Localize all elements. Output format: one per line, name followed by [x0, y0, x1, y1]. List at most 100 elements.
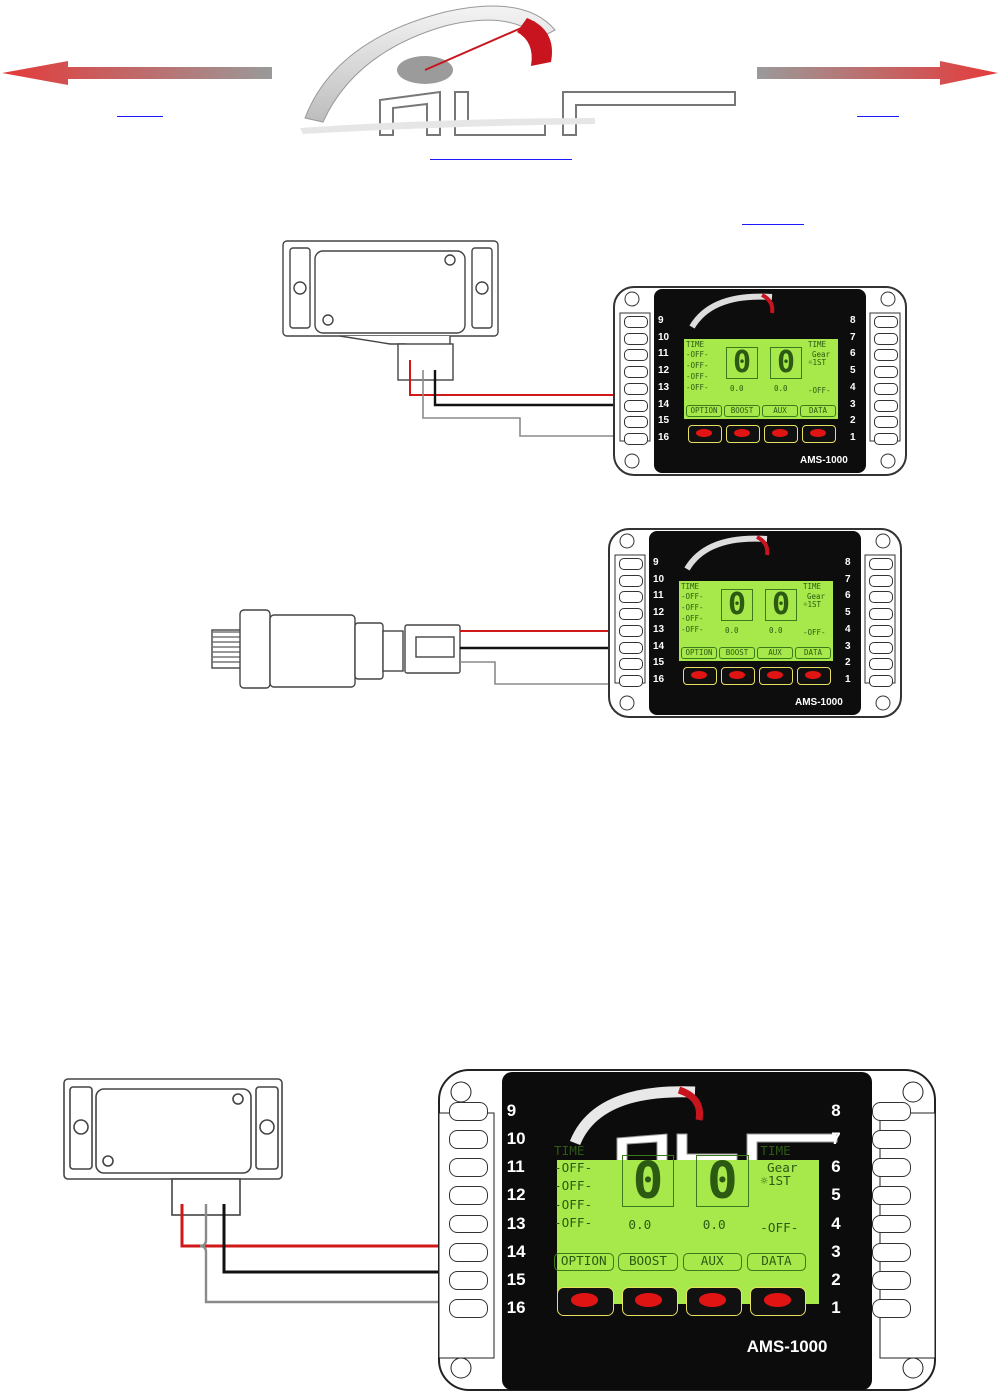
screw-terminal-icon[interactable]: [871, 1101, 911, 1121]
screw-terminal-icon[interactable]: [619, 591, 643, 604]
lcd-right-title: TIME: [760, 1142, 791, 1158]
map-sensor-icon: [282, 240, 499, 381]
lcd-right-off: -OFF-: [803, 628, 826, 637]
screw-terminal-icon[interactable]: [869, 591, 893, 604]
lcd-softkey-label: DATA: [746, 1252, 807, 1271]
terminal-number: 16: [658, 431, 670, 443]
screw-terminal-icon[interactable]: [869, 641, 893, 654]
gauge-button-data[interactable]: [750, 1286, 807, 1316]
screw-terminal-icon[interactable]: [624, 416, 648, 429]
screw-terminal-icon[interactable]: [619, 574, 643, 587]
screw-terminal-icon[interactable]: [619, 608, 643, 621]
next-link[interactable]: [857, 100, 899, 117]
screw-terminal-icon[interactable]: [874, 366, 898, 379]
screw-terminal-icon[interactable]: [449, 1158, 489, 1178]
wires-diagram-3: [180, 1204, 440, 1304]
terminal-number: 12: [658, 365, 670, 377]
screw-terminal-icon[interactable]: [874, 316, 898, 328]
terminal-number: 16: [653, 673, 665, 685]
gauge-model-label: AMS-1000: [795, 697, 843, 708]
lcd-off-row: -OFF-: [686, 350, 709, 359]
terminal-number: 8: [850, 315, 856, 326]
screw-terminal-icon[interactable]: [874, 416, 898, 429]
next-arrow-icon[interactable]: [755, 55, 1000, 95]
terminal-number: 10: [506, 1128, 526, 1148]
screw-terminal-icon[interactable]: [449, 1101, 489, 1121]
pressure-sender-icon: [211, 609, 461, 689]
screw-terminal-icon[interactable]: [619, 641, 643, 654]
screw-terminal-icon[interactable]: [449, 1299, 489, 1319]
screw-terminal-icon[interactable]: [871, 1242, 911, 1262]
lcd-digit-right: 0: [770, 347, 803, 379]
lcd-gear-label: Gear: [812, 350, 831, 359]
terminal-number: 14: [506, 1241, 526, 1261]
screw-terminal-icon[interactable]: [871, 1271, 911, 1290]
screw-terminal-icon[interactable]: [449, 1129, 489, 1149]
screw-terminal-icon[interactable]: [874, 332, 898, 345]
terminal-number: 2: [845, 657, 851, 669]
lcd-gear-value: ☼1ST: [760, 1173, 791, 1189]
lcd-softkey-label: OPTION: [686, 405, 722, 417]
screw-terminal-icon[interactable]: [449, 1186, 489, 1206]
screw-terminal-icon[interactable]: [869, 558, 893, 570]
terminal-number: 6: [850, 348, 856, 360]
lcd-softkey-label: AUX: [682, 1252, 742, 1271]
screw-terminal-icon[interactable]: [871, 1186, 911, 1206]
prev-arrow-icon[interactable]: [0, 55, 275, 95]
screw-terminal-icon[interactable]: [874, 382, 898, 395]
lcd-gear-value: ☼1ST: [803, 600, 822, 609]
map-sensor-large-icon: [63, 1078, 283, 1216]
screw-terminal-icon[interactable]: [869, 624, 893, 637]
screw-terminal-icon[interactable]: [624, 366, 648, 379]
screw-terminal-icon[interactable]: [871, 1299, 911, 1319]
lcd-value-left: 0.0: [628, 1217, 652, 1232]
screw-terminal-icon[interactable]: [624, 349, 648, 362]
terminal-number: 1: [850, 431, 856, 443]
terminal-number: 6: [831, 1157, 841, 1177]
screw-terminal-icon[interactable]: [624, 432, 648, 445]
terminal-number: 13: [653, 623, 665, 635]
screw-terminal-icon[interactable]: [869, 658, 893, 671]
screw-terminal-icon[interactable]: [619, 558, 643, 570]
screw-terminal-icon[interactable]: [871, 1129, 911, 1149]
screw-terminal-icon[interactable]: [869, 574, 893, 587]
lcd-softkey-label: DATA: [795, 647, 831, 659]
terminal-number: 9: [506, 1100, 517, 1120]
screw-terminal-icon[interactable]: [619, 658, 643, 671]
screw-terminal-icon[interactable]: [619, 624, 643, 637]
lcd-softkey-label: BOOST: [724, 405, 760, 417]
prev-link[interactable]: [117, 100, 163, 117]
button-led-icon: [696, 429, 712, 437]
screw-terminal-icon[interactable]: [874, 399, 898, 412]
lcd-value-right: 0.0: [769, 626, 783, 635]
lcd-digit-right: 0: [696, 1154, 749, 1208]
button-led-icon: [729, 671, 745, 679]
screw-terminal-icon[interactable]: [874, 432, 898, 445]
home-link[interactable]: [430, 143, 572, 160]
screw-terminal-icon[interactable]: [624, 332, 648, 345]
map-sensor-diagram-1: [282, 240, 499, 381]
screw-terminal-icon[interactable]: [874, 349, 898, 362]
terminal-number: 12: [506, 1185, 526, 1205]
screw-terminal-icon[interactable]: [619, 674, 643, 687]
lcd-right-off: -OFF-: [808, 386, 831, 395]
screw-terminal-icon[interactable]: [624, 382, 648, 395]
speedometer-logo-icon: [300, 5, 736, 136]
button-led-icon: [734, 429, 750, 437]
button-led-icon: [635, 1293, 663, 1307]
button-led-icon: [805, 671, 821, 679]
screw-terminal-icon[interactable]: [624, 316, 648, 328]
screw-terminal-icon[interactable]: [871, 1158, 911, 1178]
screw-terminal-icon[interactable]: [871, 1214, 911, 1234]
lcd-off-row: -OFF-: [686, 383, 709, 392]
top-link[interactable]: [742, 208, 804, 225]
screw-terminal-icon[interactable]: [449, 1271, 489, 1290]
screw-terminal-icon[interactable]: [624, 399, 648, 412]
screw-terminal-icon[interactable]: [869, 674, 893, 687]
screw-terminal-icon[interactable]: [869, 608, 893, 621]
screw-terminal-icon[interactable]: [449, 1214, 489, 1234]
screw-terminal-icon[interactable]: [449, 1242, 489, 1262]
lcd-off-row: -OFF-: [686, 372, 709, 381]
gauge-1: [612, 285, 908, 477]
lcd-value-right: 0.0: [702, 1217, 726, 1232]
